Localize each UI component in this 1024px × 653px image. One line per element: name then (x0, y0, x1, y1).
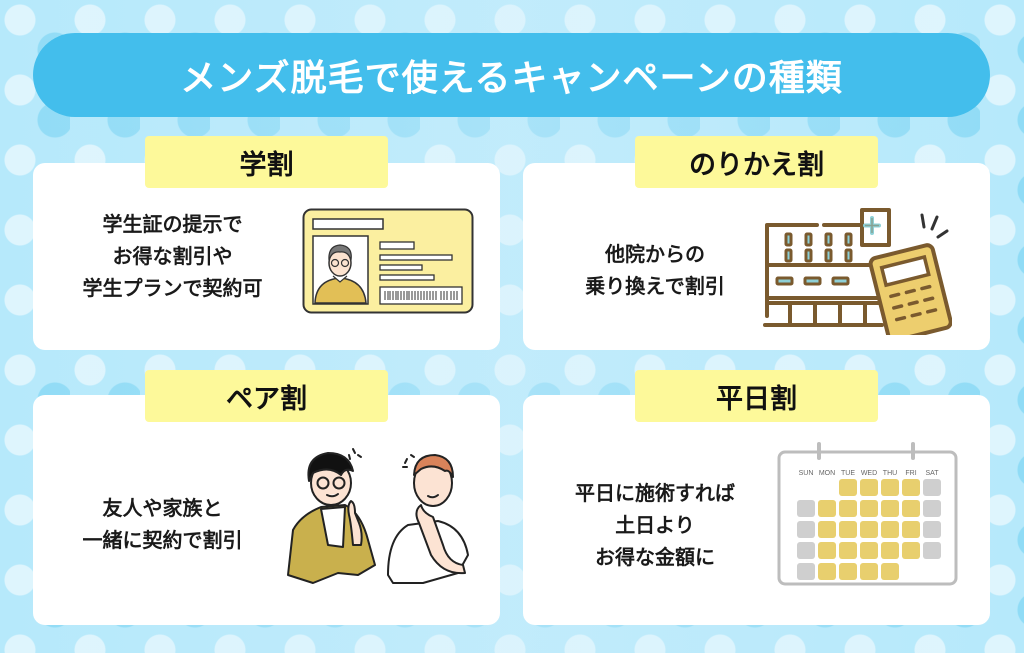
calendar-day-thu: THU (883, 470, 897, 477)
card-weekday-description: 平日に施術すれば 土日より お得な金額に (550, 477, 760, 573)
tag-transfer-discount: のりかえ割 (635, 136, 878, 188)
text-line: 友人や家族と (102, 496, 223, 520)
calendar-day-mon: MON (819, 470, 835, 477)
calendar-day-sat: SAT (925, 470, 939, 477)
card-pair-description: 友人や家族と 一緒に契約で割引 (55, 492, 270, 556)
tag-weekday-discount: 平日割 (635, 370, 878, 422)
tag-student-discount: 学割 (145, 136, 388, 188)
clinic-building-calculator-icon (763, 208, 952, 335)
card-transfer-description: 他院からの 乗り換えで割引 (555, 238, 755, 302)
text-line: 乗り換えで割引 (585, 274, 725, 298)
text-line: 学生プランで契約可 (82, 276, 263, 300)
title-banner: メンズ脱毛で使えるキャンペーンの種類 (33, 33, 990, 117)
calendar-day-wed: WED (861, 470, 877, 477)
calendar-day-sun: SUN (799, 470, 814, 477)
text-line: 平日に施術すれば (575, 481, 735, 505)
calendar-weekdays-icon: SUN MON TUE WED THU FRI SAT (777, 442, 958, 586)
tag-pair-discount: ペア割 (145, 370, 388, 422)
page-title: メンズ脱毛で使えるキャンペーンの種類 (180, 58, 843, 99)
calendar-day-fri: FRI (905, 470, 916, 477)
text-line: お得な割引や (112, 244, 233, 268)
card-student-description: 学生証の提示で お得な割引や 学生プランで契約可 (55, 208, 290, 304)
text-line: 学生証の提示で (102, 212, 243, 236)
text-line: 他院からの (605, 242, 705, 266)
text-line: お得な金額に (595, 545, 715, 569)
text-line: 一緒に契約で割引 (82, 528, 243, 552)
text-line: 土日より (615, 513, 695, 537)
student-id-card-icon (302, 208, 474, 314)
two-men-talking-icon (287, 448, 469, 584)
calendar-day-tue: TUE (841, 470, 855, 477)
